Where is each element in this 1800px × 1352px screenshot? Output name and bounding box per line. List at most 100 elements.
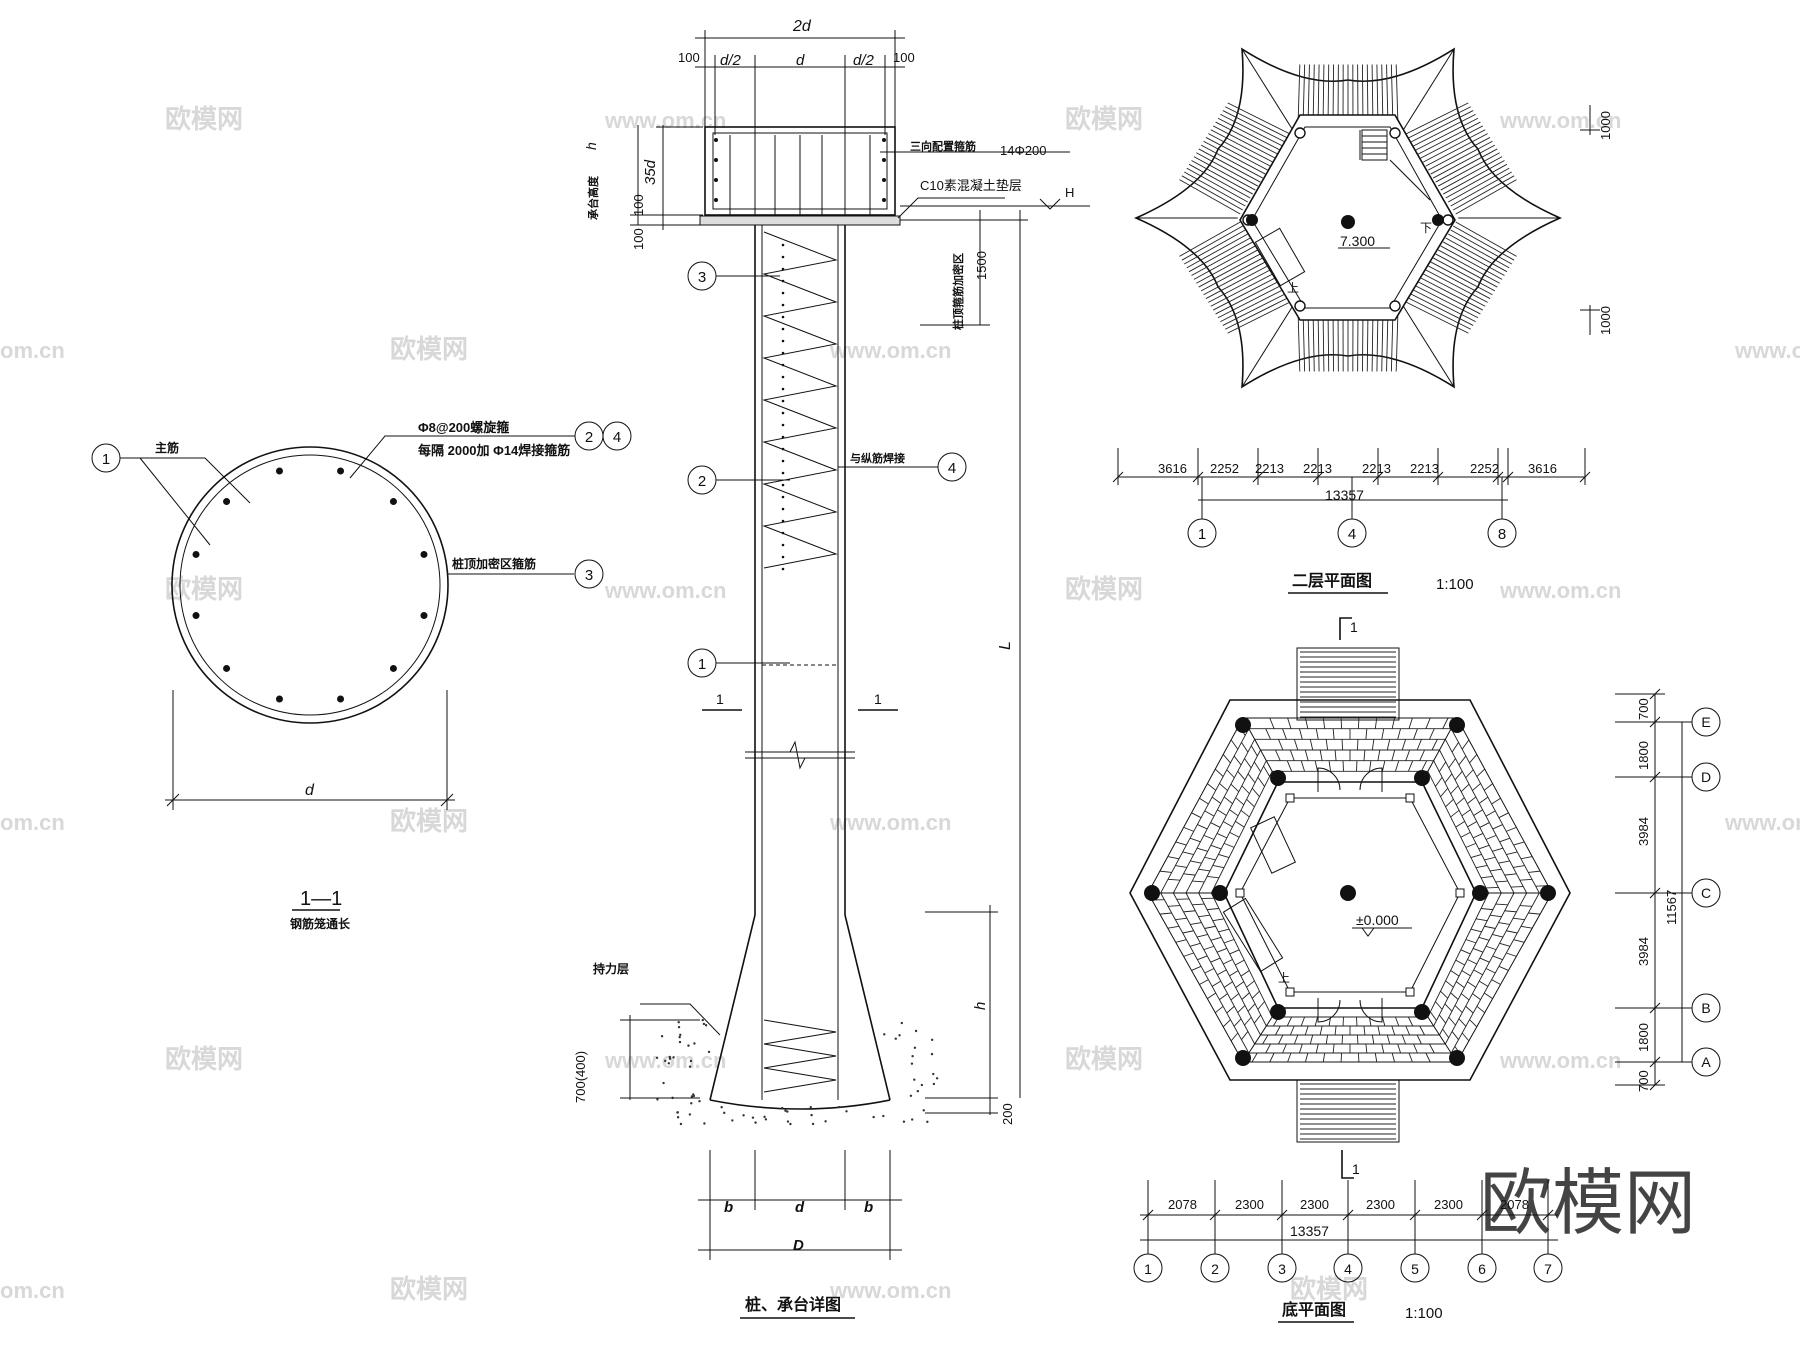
roof-tile-line xyxy=(1189,238,1250,272)
dim-b-right: b xyxy=(864,1199,873,1216)
roof-tile-line xyxy=(1406,103,1469,134)
inner-column xyxy=(1414,1004,1430,1020)
brick-joint xyxy=(1223,960,1232,965)
column xyxy=(1443,215,1453,225)
brick-joint xyxy=(1160,913,1172,914)
brick-joint xyxy=(1235,821,1244,827)
roof-tile-line xyxy=(1433,145,1495,178)
roof-tile-line xyxy=(1453,226,1514,260)
dim-side-700-top: 700 xyxy=(1636,698,1651,720)
brick-joint xyxy=(1486,969,1495,974)
brick-joint xyxy=(1168,926,1179,928)
watermark-brand: 欧模网 xyxy=(1065,104,1143,134)
soil-grain xyxy=(705,1024,707,1026)
soil-grain xyxy=(917,1090,919,1092)
brick-joint xyxy=(1392,750,1395,761)
brick-joint xyxy=(1212,981,1221,986)
brick-joint xyxy=(1477,1006,1485,1012)
plan-gf-title: 底平面图 xyxy=(1282,1300,1346,1319)
brick-joint xyxy=(1474,970,1483,975)
weld-dot xyxy=(782,424,785,427)
soil-grain xyxy=(693,1042,695,1044)
brick-joint xyxy=(1432,739,1437,750)
brick-joint xyxy=(1466,843,1476,847)
brick-joint xyxy=(1481,909,1493,910)
brick-joint xyxy=(1443,1029,1449,1038)
brick-joint xyxy=(1252,788,1259,796)
soil-grain xyxy=(698,1100,700,1102)
brick-joint xyxy=(1198,869,1210,871)
brick-joint xyxy=(1224,843,1234,847)
soil-grain xyxy=(677,1116,679,1118)
weld-dot xyxy=(782,364,785,367)
brick-joint xyxy=(1236,982,1244,988)
brick-joint xyxy=(1192,881,1204,882)
bell-left xyxy=(710,915,755,1100)
brick-joint xyxy=(1481,876,1493,877)
water-level-mark xyxy=(1040,199,1060,209)
dim-side-3984b: 3984 xyxy=(1636,937,1651,966)
plan-gf-scale: 1:100 xyxy=(1405,1305,1443,1322)
brick-joint xyxy=(1168,857,1179,859)
axis-label: 2 xyxy=(1211,1261,1219,1277)
brick-joint xyxy=(1445,1004,1452,1012)
brick-joint xyxy=(1197,956,1207,960)
roof-tile-line xyxy=(1204,262,1266,295)
spiral-zigzag-lower xyxy=(764,1020,836,1092)
brick-joint xyxy=(1184,953,1194,956)
watermark-brand: 欧模网 xyxy=(165,104,243,134)
dim-value: 2252 xyxy=(1470,461,1499,476)
brick-joint xyxy=(1234,756,1241,765)
brick-joint xyxy=(1414,729,1418,740)
brick-joint xyxy=(1294,739,1297,750)
brick-joint xyxy=(1218,929,1229,932)
brick-joint xyxy=(1492,848,1503,851)
dim-h2: h xyxy=(972,1002,989,1010)
brick-joint xyxy=(1184,874,1196,875)
cap-bar-dot xyxy=(882,138,886,142)
soil-grain xyxy=(752,1116,754,1118)
roof-tile-line xyxy=(1446,164,1507,198)
weld-dot xyxy=(782,328,785,331)
brick-joint xyxy=(1335,750,1336,761)
soil-grain xyxy=(781,1107,783,1109)
brick-joint xyxy=(1480,958,1490,962)
soil-grain xyxy=(678,1036,680,1038)
soil-grain xyxy=(678,1021,680,1023)
brick-joint xyxy=(1168,879,1180,880)
detail-title: 桩、承台详图 xyxy=(745,1295,841,1314)
label-dense-zone: 桩顶箍筋加密区 xyxy=(951,253,965,330)
brick-joint xyxy=(1492,934,1503,937)
dim-200: 200 xyxy=(1000,1103,1015,1125)
soil-grain xyxy=(914,1047,916,1049)
brick-joint xyxy=(1213,865,1224,867)
brick-joint xyxy=(1283,729,1287,740)
brick-joint xyxy=(1241,742,1247,752)
brick-joint xyxy=(1477,769,1485,777)
roof-tile-line xyxy=(1421,278,1483,310)
cut-label-left: 1 xyxy=(716,691,724,707)
soil-grain xyxy=(787,1120,789,1122)
brick-joint xyxy=(1275,750,1280,761)
dim-1500: 1500 xyxy=(974,251,989,280)
brick-joint xyxy=(1205,857,1216,860)
brick-joint xyxy=(1467,797,1475,804)
weld-dot xyxy=(782,376,785,379)
outer-column xyxy=(1449,717,1465,733)
roof-tile-line xyxy=(1187,168,1248,202)
brick-joint xyxy=(1227,770,1235,778)
dim-1000a: 1000 xyxy=(1598,111,1613,140)
callout-4: 4 xyxy=(948,460,956,477)
soil-grain xyxy=(703,1122,705,1124)
roof-ridge xyxy=(1242,306,1293,387)
roof-tile-line xyxy=(1213,278,1275,310)
dim-value: 2078 xyxy=(1168,1197,1197,1212)
roof-tile-line xyxy=(1453,176,1514,210)
dim-total: 13357 xyxy=(1290,1223,1329,1239)
brick-joint xyxy=(1514,842,1525,845)
dim-d-label: d xyxy=(305,782,315,799)
callout-3-label: 3 xyxy=(585,567,593,584)
roof-tile-line xyxy=(1187,234,1248,268)
brick-joint xyxy=(1310,1035,1312,1044)
callout-4-label: 4 xyxy=(613,429,621,446)
